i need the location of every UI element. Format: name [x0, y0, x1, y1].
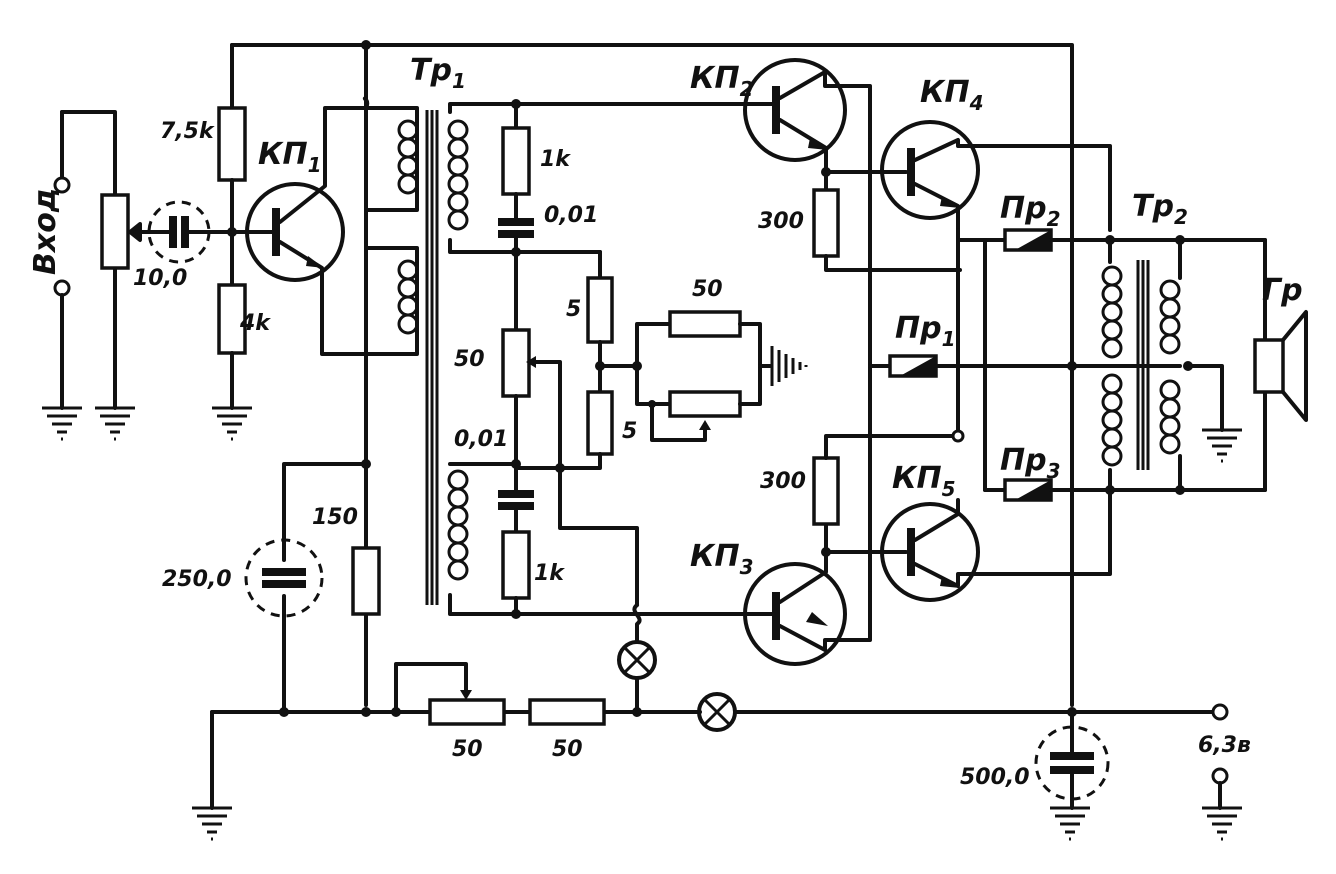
resistor-50-right: [668, 310, 742, 338]
label-speaker: Гр: [1262, 273, 1303, 308]
kp1-stage: [217, 40, 1074, 707]
label-kp1: КП1: [258, 137, 322, 177]
kp3-stage: [743, 434, 962, 666]
potentiometer-50-right: [668, 390, 742, 418]
label-kp4: КП4: [920, 75, 984, 115]
label-7-5k: 7,5k: [160, 119, 215, 144]
tr2-primary: [1101, 265, 1123, 467]
input-label: Вход: [28, 188, 63, 275]
label-supply: 6,3в: [1198, 733, 1251, 758]
fuses: [868, 228, 1267, 502]
resistor-1k-top: [501, 126, 531, 196]
label-5-top: 5: [566, 297, 581, 322]
primary-winding: [397, 119, 419, 335]
label-50-right: 50: [692, 277, 723, 302]
speaker-icon: [1253, 338, 1285, 394]
label-tr1: Тр1: [410, 53, 466, 93]
ground-icon: [1050, 806, 1090, 841]
resistor-300-top: [812, 188, 840, 258]
chassis-ground-icon: [770, 346, 808, 386]
ground-icon: [192, 806, 232, 841]
label-c-input: 10,0: [133, 266, 187, 291]
resistor-150: [351, 546, 381, 616]
tr2-secondary: [1159, 279, 1181, 455]
label-300-bottom: 300: [760, 469, 806, 494]
label-c-001-bottom: 0,01: [454, 427, 508, 452]
kp5-stage: [880, 429, 1112, 602]
label-pr2: Пр2: [1000, 191, 1061, 231]
label-1k-top: 1k: [540, 147, 571, 172]
input-section: [53, 110, 237, 410]
transformer-tr2: [1067, 235, 1224, 495]
power-section: [210, 98, 1229, 810]
resistor-50-bottom: [528, 698, 606, 726]
label-kp5: КП5: [892, 461, 956, 501]
transistor-kp4: [880, 120, 980, 220]
transistor-kp2: [743, 58, 847, 162]
label-tr2: Тр2: [1132, 189, 1188, 229]
resistor-7-5k: [217, 106, 247, 182]
label-c-250: 250,0: [162, 567, 232, 592]
resistor-1k-bottom: [501, 530, 531, 600]
ground-icon: [1202, 428, 1242, 463]
ground-icon: [212, 406, 252, 441]
label-300-top: 300: [758, 209, 804, 234]
label-4k: 4k: [239, 311, 271, 336]
label-5-bottom: 5: [622, 419, 637, 444]
label-pr1: Пр1: [895, 311, 956, 351]
label-pr3: Пр3: [1000, 443, 1061, 483]
label-1k-bottom: 1k: [534, 561, 565, 586]
kp2-stage: [743, 58, 962, 272]
resistor-300-bottom: [812, 456, 840, 526]
label-kp3: КП3: [690, 539, 754, 579]
label-50-fixed: 50: [552, 737, 583, 762]
label-c-001-top: 0,01: [544, 203, 598, 228]
resistor-5-bottom: [586, 390, 614, 456]
transistor-kp5: [880, 502, 980, 602]
pilot-lamp-1: [617, 640, 657, 680]
secondary-winding: [447, 119, 469, 581]
label-kp2: КП2: [690, 61, 754, 101]
bias-network: [498, 99, 808, 642]
ground-icon: [1202, 806, 1242, 841]
ground-icon: [42, 406, 82, 441]
resistor-5-top: [586, 276, 614, 344]
labels: Вход 7,5k 4k 10,0 КП1 Тр1 КП2 КП4 КП3 КП…: [28, 53, 1303, 790]
capacitor-250: [244, 538, 324, 618]
ground-symbols: [42, 406, 1242, 841]
label-c-500: 500,0: [960, 765, 1030, 790]
potentiometer-50-bottom: [428, 698, 506, 726]
label-pot-50: 50: [452, 737, 483, 762]
input-volume-potentiometer: [100, 193, 130, 270]
resistor-4k: [217, 283, 247, 355]
potentiometer-50: [501, 328, 531, 398]
speaker: [1253, 238, 1308, 492]
label-150: 150: [312, 505, 358, 530]
label-50-bal: 50: [454, 347, 485, 372]
ground-icon: [95, 406, 135, 441]
